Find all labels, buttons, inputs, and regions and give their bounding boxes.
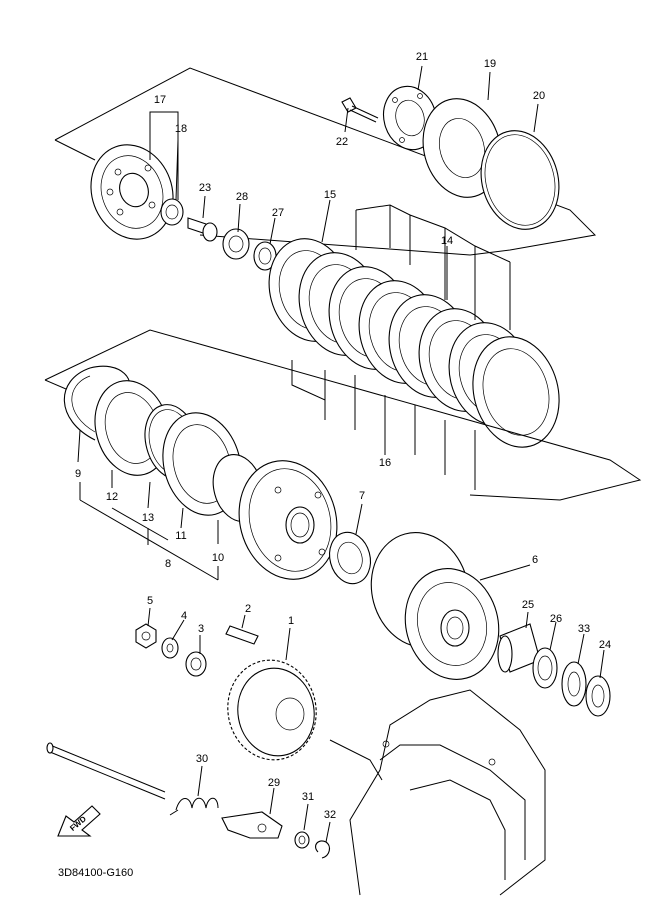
wire-ring xyxy=(480,130,560,230)
push-lever-shaft xyxy=(46,742,166,800)
label-24: 24 xyxy=(599,639,611,651)
bearing xyxy=(160,198,184,226)
nut-5 xyxy=(135,623,157,649)
label-29: 29 xyxy=(268,777,280,789)
clutch-housing xyxy=(370,532,500,680)
label-14: 14 xyxy=(441,235,453,247)
part-labels: 17 18 23 28 27 15 21 19 20 22 14 16 9 12… xyxy=(75,51,611,821)
label-25: 25 xyxy=(522,599,534,611)
diagram-code: 3D84100-G160 xyxy=(58,867,133,879)
label-31: 31 xyxy=(302,791,314,803)
plate-stack xyxy=(268,238,560,448)
label-32: 32 xyxy=(324,809,336,821)
clutch-boss xyxy=(238,460,338,580)
label-4: 4 xyxy=(181,610,187,622)
label-22: 22 xyxy=(336,136,348,148)
spacer-sleeve xyxy=(497,623,541,673)
label-21: 21 xyxy=(416,51,428,63)
label-7: 7 xyxy=(359,490,365,502)
label-20: 20 xyxy=(533,90,545,102)
label-2: 2 xyxy=(245,603,251,615)
label-3: 3 xyxy=(198,623,204,635)
bolt xyxy=(341,97,379,123)
needle-bearing xyxy=(532,647,558,689)
lock-washer xyxy=(253,241,277,271)
thrust-washer xyxy=(328,531,372,585)
washer-4 xyxy=(161,637,179,659)
label-16: 16 xyxy=(379,457,391,469)
label-5: 5 xyxy=(147,595,153,607)
fwd-arrow-icon: FWD xyxy=(57,805,101,837)
circlip-32 xyxy=(315,840,331,859)
push-lever xyxy=(221,811,283,839)
clutch-nut xyxy=(222,228,250,260)
washer-31 xyxy=(294,831,310,849)
torsion-spring xyxy=(169,797,219,816)
label-19: 19 xyxy=(484,58,496,70)
label-18: 18 xyxy=(175,123,187,135)
pressure-plate xyxy=(90,144,174,240)
label-17: 17 xyxy=(154,94,166,106)
label-12: 12 xyxy=(106,491,118,503)
label-26: 26 xyxy=(550,613,562,625)
label-15: 15 xyxy=(324,189,336,201)
key xyxy=(225,625,259,645)
label-23: 23 xyxy=(199,182,211,194)
washer-33 xyxy=(561,661,587,707)
push-rod-end xyxy=(187,217,218,242)
label-6: 6 xyxy=(532,554,538,566)
label-8: 8 xyxy=(165,558,171,570)
top-group-frame xyxy=(54,67,597,256)
leader-lines xyxy=(77,65,605,843)
label-13: 13 xyxy=(142,512,154,524)
label-1: 1 xyxy=(288,615,294,627)
middle-group-frame xyxy=(44,329,642,501)
label-10: 10 xyxy=(212,552,224,564)
primary-drive-gear xyxy=(227,659,317,761)
label-27: 27 xyxy=(272,207,284,219)
washer-24 xyxy=(585,675,611,717)
crankcase xyxy=(329,689,546,896)
label-28: 28 xyxy=(236,191,248,203)
label-33: 33 xyxy=(578,623,590,635)
spacer-3 xyxy=(185,651,207,677)
label-9: 9 xyxy=(75,468,81,480)
label-11: 11 xyxy=(175,530,186,542)
label-30: 30 xyxy=(196,753,208,765)
